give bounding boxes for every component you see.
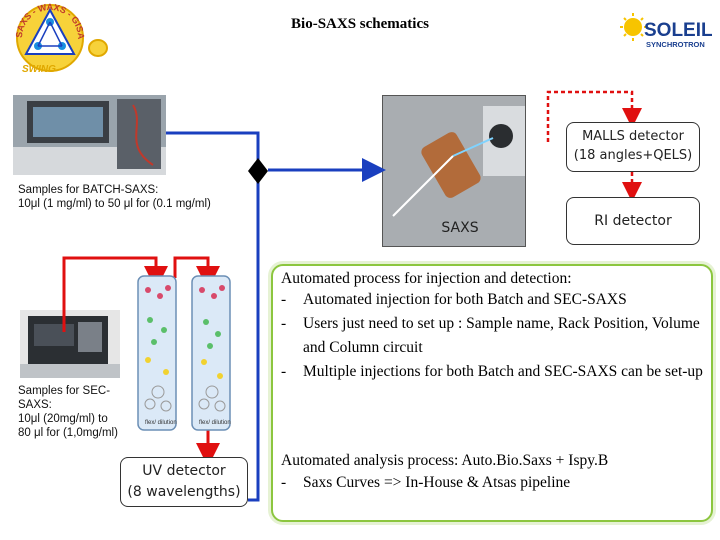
batch-caption: Samples for BATCH-SAXS: 10μl (1 mg/ml) t…	[18, 183, 258, 211]
info-analysis-bullet: -Saxs Curves => In-House & Atsas pipelin…	[281, 474, 707, 492]
sec-caption-line1: Samples for SEC-	[18, 385, 111, 397]
sec-caption-line4: 80 μl for (1,0mg/ml)	[18, 427, 118, 439]
batch-caption-line2: 10μl (1 mg/ml) to 50 μl for (0.1 mg/ml)	[18, 198, 211, 210]
info-bullet: -Multiple injections for both Batch and …	[281, 360, 707, 384]
saxs-setup-photo	[382, 95, 526, 247]
column-label-1: flex/ dilution	[145, 420, 177, 426]
sec-caption-line3: 10μl (20mg/ml) to	[18, 413, 108, 425]
ri-detector-box: RI detector	[566, 197, 700, 245]
ri-label: RI detector	[594, 213, 672, 229]
info-bullet-text: Automated injection for both Batch and S…	[303, 291, 627, 308]
malls-detector-box: MALLS detector (18 angles+QELS)	[566, 122, 700, 172]
info-header-analysis: Automated analysis process: Auto.Bio.Sax…	[281, 452, 609, 469]
sec-feed-line	[62, 256, 168, 332]
info-header-injection: Automated process for injection and dete…	[281, 270, 572, 287]
chromatography-column-icon	[137, 275, 231, 431]
batch-feed-line	[166, 131, 260, 160]
sec-caption-line2: SAXS:	[18, 399, 52, 411]
bullet-dash: -	[281, 315, 287, 332]
bullet-dash: -	[281, 474, 287, 491]
uv-label-line2: (8 wavelengths)	[127, 484, 241, 500]
page-title: Bio-SAXS schematics	[291, 16, 429, 32]
malls-label-line1: MALLS detector	[582, 129, 684, 144]
uv-label-line1: UV detector	[142, 463, 226, 479]
uv-to-valve-line	[248, 182, 260, 502]
swing-logo: SAXS - WAXS - GISA SWING	[8, 2, 112, 76]
info-bullet: -Users just need to set up : Sample name…	[281, 312, 707, 360]
batch-caption-line1: Samples for BATCH-SAXS:	[18, 184, 159, 196]
bullet-dash: -	[281, 363, 287, 380]
malls-label-line2: (18 angles+QELS)	[573, 148, 693, 163]
info-bullet-text: Users just need to set up : Sample name,…	[303, 315, 700, 356]
info-analysis-text: Saxs Curves => In-House & Atsas pipeline	[303, 474, 571, 491]
column-connector-line	[173, 256, 220, 290]
sec-caption: Samples for SEC- SAXS: 10μl (20mg/ml) to…	[18, 384, 138, 440]
sec-sampler-photo	[20, 310, 120, 378]
uv-detector-box: UV detector (8 wavelengths)	[120, 457, 248, 507]
diamond-valve-icon	[248, 158, 268, 184]
saxs-label: SAXS	[441, 220, 479, 236]
soleil-brand-text: SOLEIL	[644, 20, 712, 41]
info-bullet: -Automated injection for both Batch and …	[281, 288, 707, 312]
column-label-2: flex/ dilution	[199, 420, 231, 426]
batch-sampler-photo	[13, 95, 166, 175]
info-bullet-list: -Automated injection for both Batch and …	[281, 288, 707, 384]
bullet-dash: -	[281, 291, 287, 308]
saxs-to-malls-line	[546, 90, 642, 142]
swing-banner-text: SWING	[22, 64, 56, 75]
soleil-sub-text: SYNCHROTRON	[646, 40, 705, 49]
soleil-logo: SOLEIL SYNCHROTRON	[620, 10, 713, 50]
info-bullet-text: Multiple injections for both Batch and S…	[303, 363, 703, 380]
automation-info-box: Automated process for injection and dete…	[271, 264, 713, 522]
